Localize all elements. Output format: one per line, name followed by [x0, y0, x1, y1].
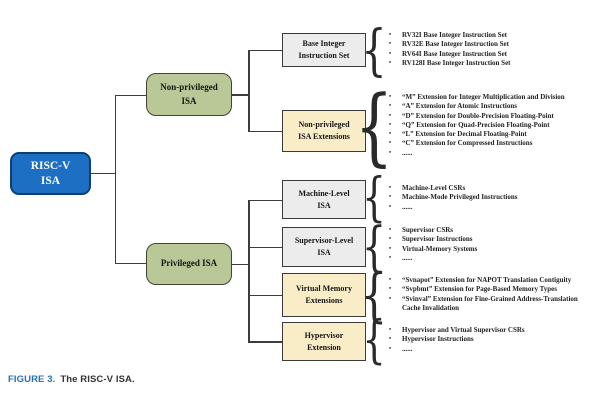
list-item: •“Svnapot” Extension for NAPOT Translati… [389, 276, 572, 284]
list-item: •“Svpbmt” Extension for Page-Based Memor… [389, 285, 557, 294]
connector-line [248, 199, 250, 342]
list-item: •“A” Extension for Atomic Instructions [389, 102, 517, 111]
bullet-icon: • [389, 50, 392, 57]
list-item: •Hypervisor Instructions [389, 335, 474, 344]
connector-line [232, 263, 249, 265]
bullet-icon: • [389, 295, 392, 302]
bullet-icon: • [389, 131, 392, 138]
bullet-icon: • [389, 345, 392, 352]
list-item: •Virtual-Memory Systems [389, 244, 478, 253]
list-item: •RV128I Base Integer Instruction Set [389, 58, 511, 67]
figure-caption-label: FIGURE 3. [8, 374, 56, 385]
list-item: •Supervisor Instructions [389, 235, 473, 244]
list-item: •Supervisor CSRs [389, 226, 454, 234]
list-item: •“M” Extension for Integer Multiplicatio… [389, 93, 565, 101]
bullet-list-isa-extensions: •“M” Extension for Integer Multiplicatio… [388, 93, 593, 158]
bullet-icon: • [389, 336, 392, 343]
list-item: •Hypervisor and Virtual Supervisor CSRs [389, 326, 525, 334]
list-item: •...... [389, 148, 413, 157]
list-item: •“Q” Extension for Quad-Precision Floati… [389, 120, 550, 129]
list-item: •“Svinval” Extension for Fine-Grained Ad… [389, 294, 578, 312]
node-non-privileged-isa-extensions: Non-privileged ISA Extensions [282, 110, 366, 152]
bullet-icon: • [389, 277, 392, 283]
node-non-privileged-isa: Non-privileged ISA [146, 73, 232, 116]
bullet-icon: • [389, 59, 392, 66]
connector-line [232, 94, 249, 96]
list-item: •...... [389, 202, 413, 211]
bullet-icon: • [389, 103, 392, 110]
bullet-icon: • [389, 286, 392, 293]
list-item: •RV64I Base Integer Instruction Set [389, 49, 508, 58]
bullet-icon: • [389, 140, 392, 147]
connector-line [248, 246, 282, 248]
list-item: •Machine-Mode Privileged Instructions [389, 193, 518, 202]
bullet-icon: • [389, 121, 392, 128]
bullet-icon: • [389, 32, 392, 38]
bullet-icon: • [389, 227, 392, 233]
list-item: •...... [389, 253, 413, 262]
bullet-icon: • [389, 94, 392, 100]
list-item: •“L” Extension for Decimal Floating-Poin… [389, 130, 527, 139]
node-risc-v-isa: RISC-V ISA [10, 152, 91, 195]
bullet-icon: • [389, 149, 392, 156]
list-item: •“C” Extension for Compressed Instructio… [389, 139, 533, 148]
list-item: •RV32I Base Integer Instruction Set [389, 31, 508, 39]
bullet-icon: • [389, 112, 392, 119]
connector-line [114, 262, 147, 264]
list-item: •...... [389, 344, 413, 353]
bullet-icon: • [389, 327, 392, 333]
bullet-list-machine-level: •Machine-Level CSRs •Machine-Mode Privil… [388, 184, 593, 212]
connector-line [248, 199, 282, 201]
list-item: •“D” Extension for Double-Precision Floa… [389, 111, 554, 120]
bullet-icon: • [389, 254, 392, 261]
bullet-list-hypervisor: •Hypervisor and Virtual Supervisor CSRs … [388, 326, 593, 354]
figure-caption-text: The RISC-V ISA. [60, 374, 135, 385]
node-machine-level-isa: Machine-Level ISA [282, 180, 366, 219]
curly-brace-icon: { [354, 76, 394, 175]
node-privileged-isa: Privileged ISA [146, 243, 232, 285]
bullet-icon: • [389, 185, 392, 191]
connector-line [114, 94, 116, 264]
connector-line [91, 172, 115, 174]
node-supervisor-level-isa: Supervisor-Level ISA [282, 227, 366, 267]
bullet-icon: • [389, 236, 392, 243]
figure-caption: FIGURE 3. The RISC-V ISA. [8, 374, 135, 385]
bullet-icon: • [389, 203, 392, 210]
connector-line [248, 341, 282, 343]
bullet-icon: • [389, 194, 392, 201]
curly-brace-icon: { [362, 168, 386, 228]
bullet-list-supervisor-level: •Supervisor CSRs •Supervisor Instruction… [388, 226, 593, 263]
list-item: •Machine-Level CSRs [389, 184, 466, 192]
node-hypervisor-extension: Hypervisor Extension [282, 322, 366, 361]
curly-brace-icon: { [361, 18, 387, 82]
bullet-list-virtual-memory: •“Svnapot” Extension for NAPOT Translati… [388, 276, 578, 313]
bullet-list-base-integer: •RV32I Base Integer Instruction Set •RV3… [388, 31, 593, 68]
node-virtual-memory-extensions: Virtual Memory Extensions [282, 273, 366, 317]
connector-line [248, 49, 282, 51]
connector-line [248, 130, 282, 132]
curly-brace-icon: { [362, 310, 386, 370]
node-base-integer-instruction-set: Base Integer Instruction Set [282, 33, 366, 67]
connector-line [114, 94, 147, 96]
list-item: •RV32E Base Integer Instruction Set [389, 40, 509, 49]
connector-line [248, 49, 250, 132]
bullet-icon: • [389, 245, 392, 252]
connector-line [248, 294, 282, 296]
bullet-icon: • [389, 41, 392, 48]
